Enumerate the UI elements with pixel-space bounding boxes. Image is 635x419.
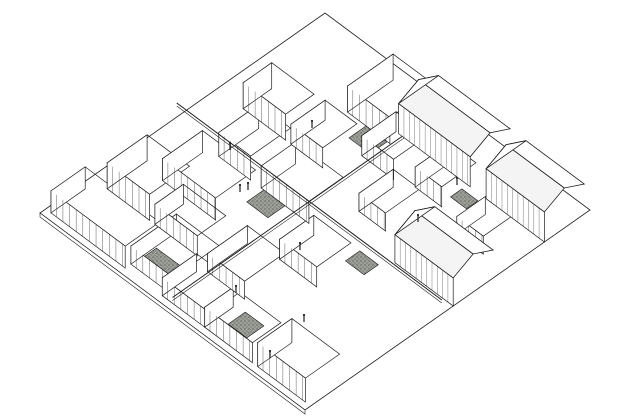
person-figure: [455, 176, 459, 185]
building-block: [242, 62, 315, 141]
wall-side: [361, 111, 397, 157]
wall-side: [257, 317, 293, 368]
courtyard-garden: [227, 311, 265, 339]
wall-side: [161, 253, 197, 297]
building-block: [154, 183, 227, 257]
wall-side: [106, 134, 148, 190]
building-block: [204, 286, 282, 364]
person-figure: [416, 213, 420, 222]
person-head: [310, 119, 314, 123]
pitched-roofs: [394, 75, 586, 307]
person-figure: [234, 284, 238, 293]
building-block: [106, 134, 191, 221]
wall-side: [50, 166, 86, 214]
roof: [394, 206, 495, 307]
person-figure: [310, 119, 314, 128]
wall-side: [279, 214, 315, 260]
wall-side: [347, 53, 394, 113]
roof-gable: [485, 140, 527, 170]
person-head: [234, 284, 238, 288]
person-head: [416, 213, 420, 217]
person-head: [228, 141, 232, 145]
courtyard-garden: [344, 250, 379, 276]
site-edge: [39, 212, 306, 415]
person-head: [302, 313, 306, 317]
roof-gable: [394, 206, 436, 236]
wall-side: [242, 62, 273, 110]
wall-side: [207, 224, 248, 273]
person-figure: [246, 181, 250, 190]
person-figure: [228, 141, 232, 150]
person-head: [455, 176, 459, 180]
person-figure: [268, 349, 272, 358]
wall-side: [162, 129, 203, 182]
roof: [485, 140, 586, 243]
person-figure: [238, 183, 242, 192]
building-block: [161, 253, 245, 332]
courtyard-garden: [449, 188, 479, 210]
wall-side: [290, 99, 326, 145]
building-block: [358, 168, 421, 232]
person-figure: [298, 241, 302, 250]
wall-side: [358, 168, 394, 212]
person-head: [268, 349, 272, 353]
human-figures: [228, 119, 459, 358]
person-head: [246, 181, 250, 185]
wall-side: [456, 195, 486, 236]
wall-side: [154, 183, 184, 225]
building-block: [162, 129, 257, 221]
roof: [398, 75, 512, 188]
person-figure: [302, 313, 306, 322]
person-head: [298, 241, 302, 245]
building-block: [290, 99, 358, 169]
roof-gable: [398, 75, 439, 104]
building-block: [279, 214, 352, 288]
person-head: [238, 183, 242, 187]
